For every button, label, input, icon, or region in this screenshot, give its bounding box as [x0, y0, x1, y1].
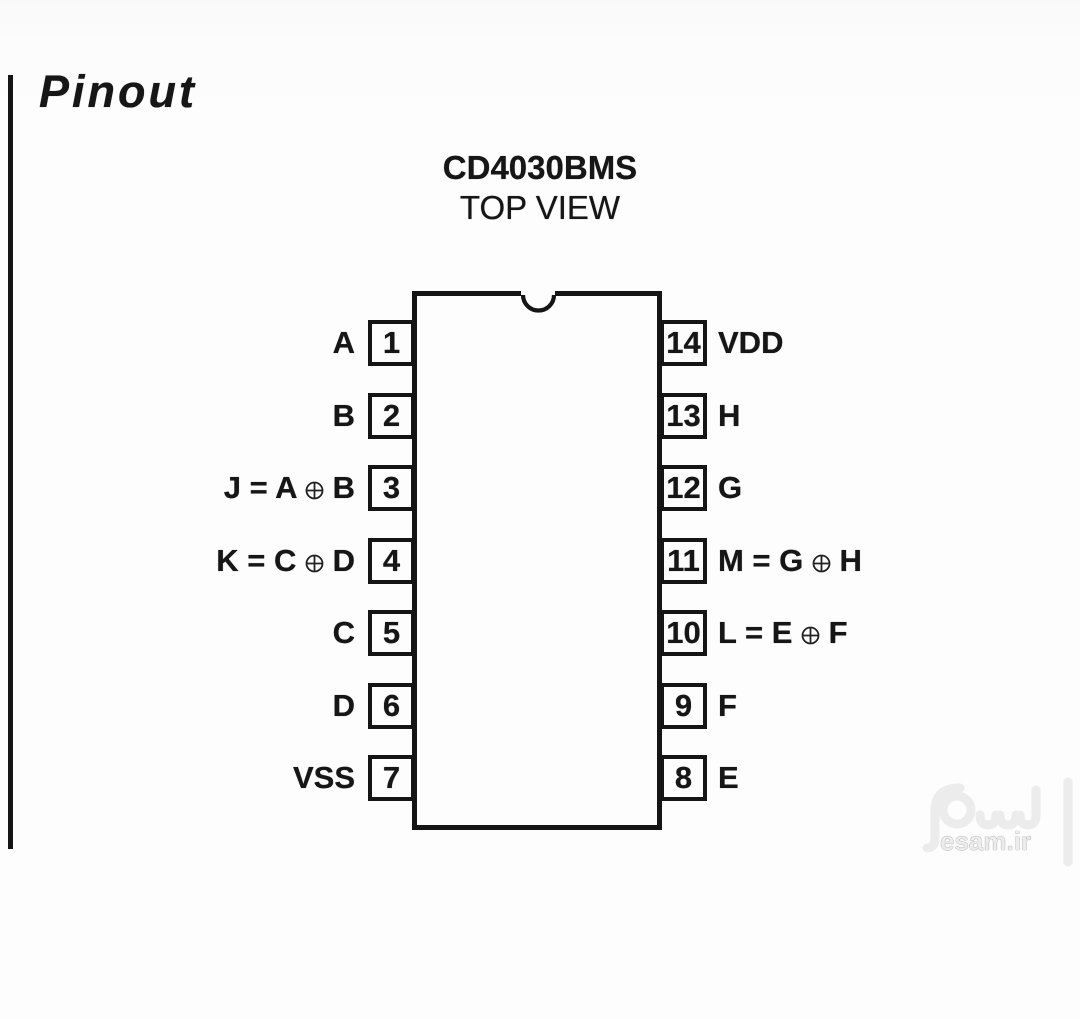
svg-text:esam.ir: esam.ir [940, 826, 1031, 856]
